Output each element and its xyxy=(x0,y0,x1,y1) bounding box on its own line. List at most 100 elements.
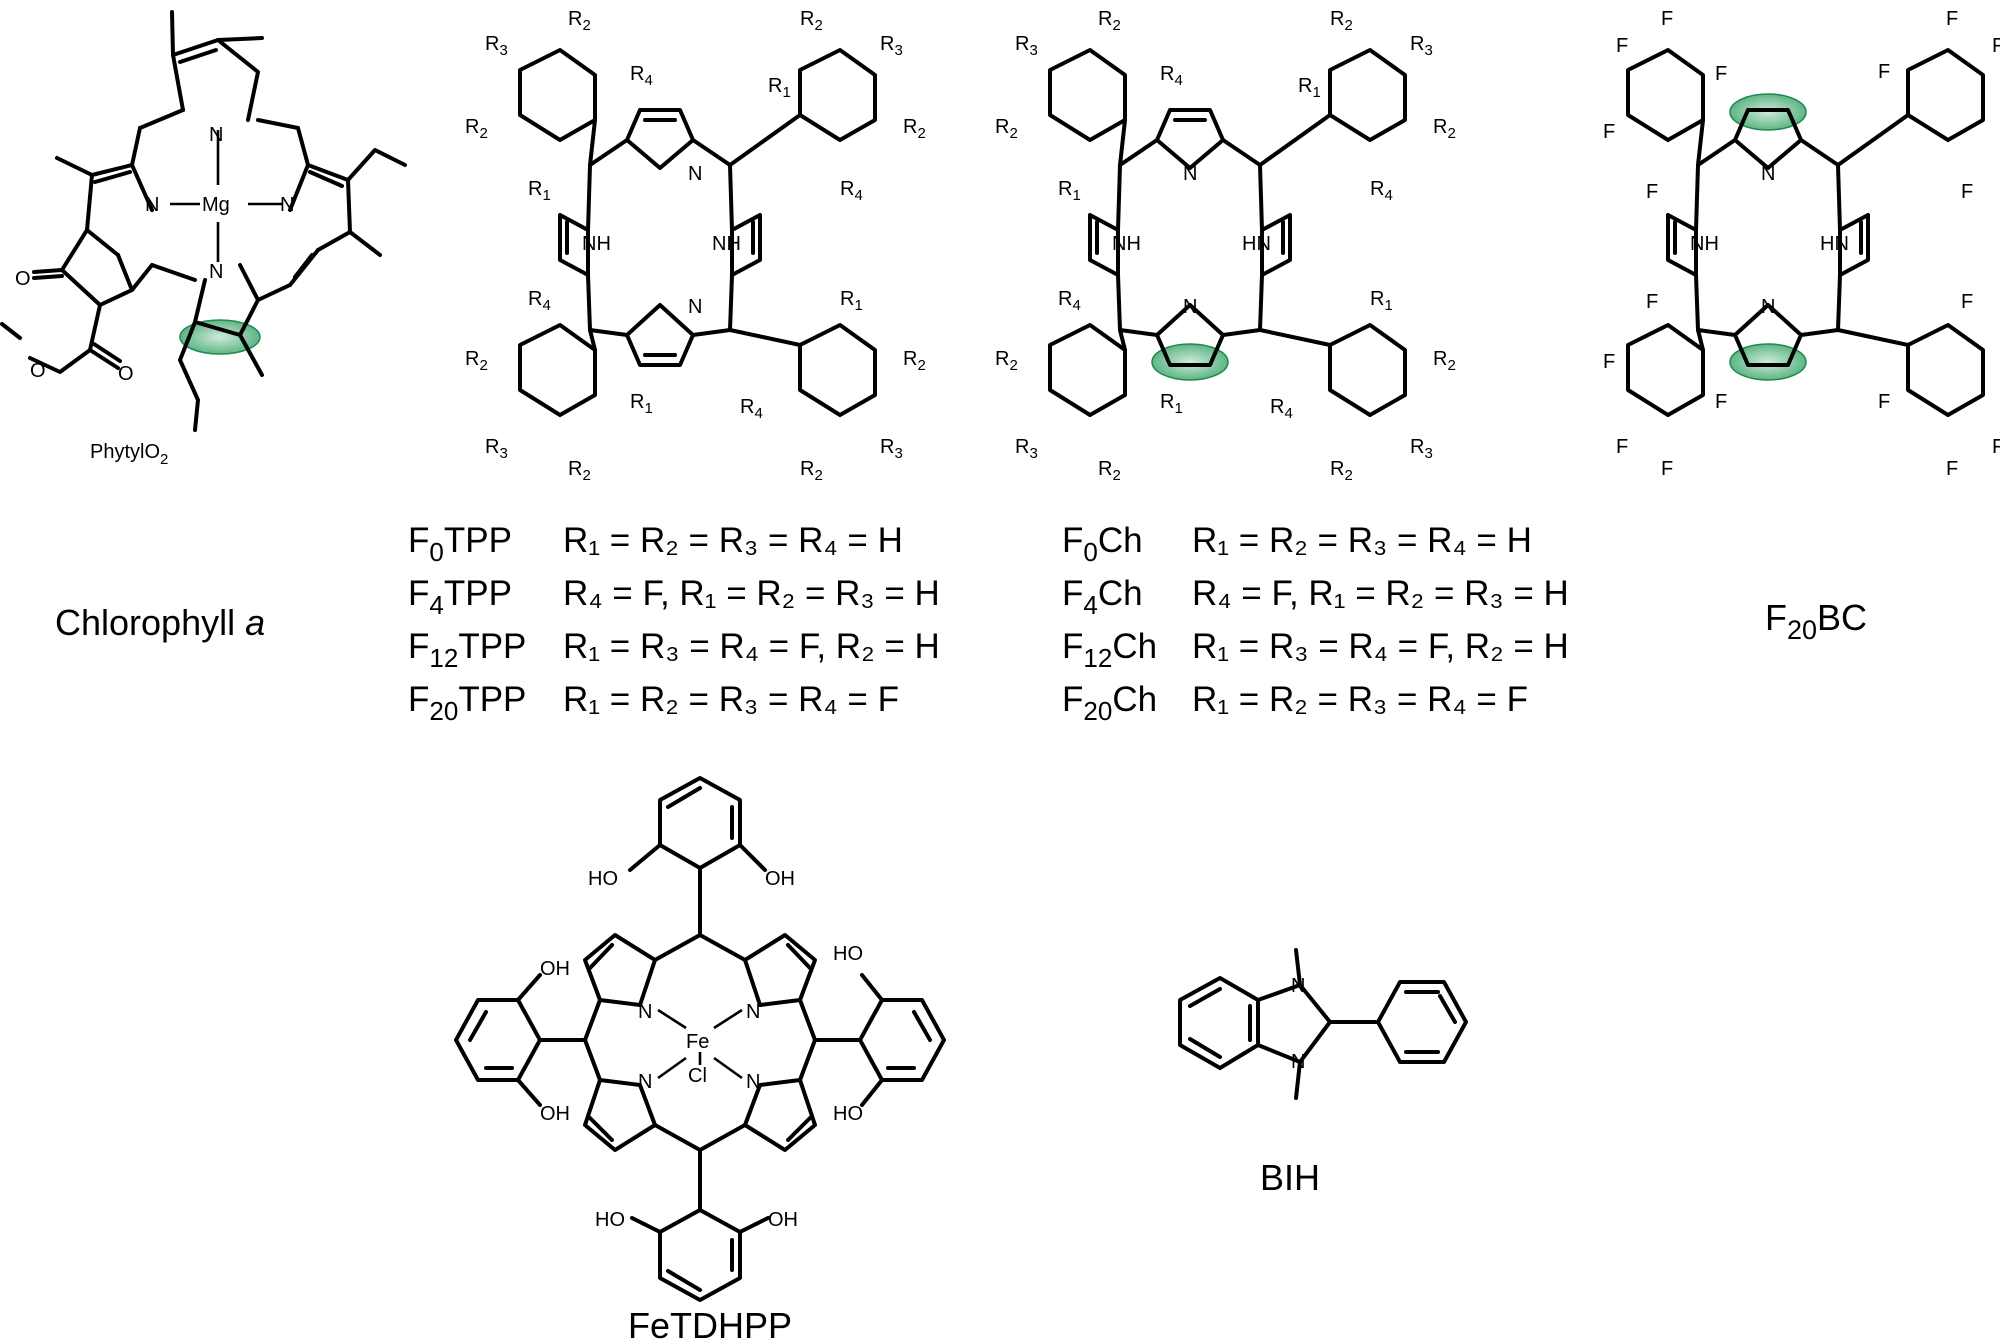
substituent-definition: R₄ = F, R₁ = R₂ = R₃ = H xyxy=(563,574,940,613)
atom-f: F xyxy=(1992,436,2000,458)
atom-n: N xyxy=(1761,296,1775,318)
atom-f: F xyxy=(1646,291,1658,313)
atom-f: F xyxy=(1878,391,1890,413)
atom-n: N xyxy=(638,1071,652,1093)
highlight-ellipse xyxy=(1151,343,1229,381)
caption-bih: BIH xyxy=(1260,1157,1320,1198)
atom-f: F xyxy=(1715,63,1727,85)
r-label: R2 xyxy=(1330,458,1353,484)
atom-f: F xyxy=(1603,121,1615,143)
substituent-definition: R₁ = R₂ = R₃ = R₄ = F xyxy=(1192,680,1528,719)
caption-fetdhpp: FeTDHPP xyxy=(628,1305,792,1340)
atom-oh: OH xyxy=(540,958,570,980)
atom-n: N xyxy=(688,296,702,318)
atom-f: F xyxy=(1616,436,1628,458)
atom-ho: HO xyxy=(588,868,618,890)
atom-n: N xyxy=(209,124,223,146)
atom-f: F xyxy=(1661,458,1673,480)
atom-f: F xyxy=(1603,351,1615,373)
r-label: R3 xyxy=(485,436,508,462)
r-label: R3 xyxy=(880,33,903,59)
substituent-definition: R₁ = R₂ = R₃ = R₄ = H xyxy=(563,521,903,560)
fxch-structure: N N NH HN R2 R3 R4 R2 R1 R2 R3 R1 R2 R4 … xyxy=(995,8,1456,484)
atom-hn: HN xyxy=(1820,233,1849,255)
r-label: R4 xyxy=(840,178,863,204)
r-label: R4 xyxy=(1270,396,1293,422)
highlight-ellipse xyxy=(1729,343,1807,381)
atom-n: N xyxy=(1291,1051,1305,1073)
caption-chlorophyll: Chlorophyll a xyxy=(55,602,265,643)
r-label: R2 xyxy=(1330,8,1353,34)
atom-nh: NH xyxy=(1112,233,1141,255)
atom-f: F xyxy=(1992,35,2000,57)
atom-n: N xyxy=(1183,163,1197,185)
r-label: R3 xyxy=(485,33,508,59)
r-label: R2 xyxy=(465,348,488,374)
r-label: R1 xyxy=(1370,288,1393,314)
fxch-label-table: F0Ch R₁ = R₂ = R₃ = R₄ = H F4Ch R₄ = F, … xyxy=(1062,521,1569,726)
atom-ho: HO xyxy=(833,943,863,965)
r-label: R2 xyxy=(903,348,926,374)
r-label: R2 xyxy=(1098,8,1121,34)
atom-oh: OH xyxy=(765,868,795,890)
substituent-definition: R₁ = R₂ = R₃ = R₄ = F xyxy=(563,680,899,719)
r-label: R2 xyxy=(1433,116,1456,142)
f20bc-structure: N N NH HN F F F F F F F F F F F F F F F … xyxy=(1603,8,2000,480)
atom-f: F xyxy=(1961,181,1973,203)
bih-structure: N N xyxy=(1178,948,1468,1100)
atom-f: F xyxy=(1946,458,1958,480)
atom-f: F xyxy=(1961,291,1973,313)
atom-n: N xyxy=(1291,975,1305,997)
atom-o: O xyxy=(118,363,134,385)
atom-nh: NH xyxy=(712,233,741,255)
r-label: R1 xyxy=(528,178,551,204)
fetdhpp-structure: HO OH N N N N Fe Cl OH xyxy=(454,776,946,1302)
r-label: R1 xyxy=(1298,75,1321,101)
caption-f20bc: F20BC xyxy=(1765,597,1867,645)
compound-name: F12Ch xyxy=(1062,627,1157,673)
r-label: R2 xyxy=(465,116,488,142)
r-label: R1 xyxy=(768,75,791,101)
substituent-definition: R₁ = R₃ = R₄ = F, R₂ = H xyxy=(1192,627,1569,666)
atom-f: F xyxy=(1616,35,1628,57)
compound-name: F20TPP xyxy=(408,680,526,726)
substituent-definition: R₁ = R₂ = R₃ = R₄ = H xyxy=(1192,521,1532,560)
atom-n: N xyxy=(280,194,294,216)
atom-ho: HO xyxy=(833,1103,863,1125)
compound-name: F20Ch xyxy=(1062,680,1157,726)
r-label: R1 xyxy=(1160,391,1183,417)
compound-name: F0Ch xyxy=(1062,521,1143,567)
atom-n: N xyxy=(1183,296,1197,318)
chlorophyll-a-structure: N N N N Mg O O O PhytylO2 xyxy=(0,10,407,468)
atom-n: N xyxy=(638,1001,652,1023)
atom-f: F xyxy=(1646,181,1658,203)
r-label: R2 xyxy=(568,458,591,484)
r-label: R2 xyxy=(995,116,1018,142)
atom-f: F xyxy=(1661,8,1673,30)
atom-oh: OH xyxy=(768,1209,798,1231)
r-label: R2 xyxy=(995,348,1018,374)
compound-name: F0TPP xyxy=(408,521,512,567)
r-label: R4 xyxy=(1058,288,1081,314)
r-label: R3 xyxy=(1410,436,1433,462)
atom-n: N xyxy=(145,194,159,216)
atom-o: O xyxy=(15,268,31,290)
atom-mg: Mg xyxy=(202,194,230,216)
compound-name: F4TPP xyxy=(408,574,512,620)
atom-nh: NH xyxy=(582,233,611,255)
r-label: R2 xyxy=(1433,348,1456,374)
r-label: R4 xyxy=(1370,178,1393,204)
r-label: R3 xyxy=(1015,33,1038,59)
r-label: R1 xyxy=(630,391,653,417)
r-label: R3 xyxy=(1410,33,1433,59)
highlight-ellipse xyxy=(179,319,261,355)
atom-nh: NH xyxy=(1690,233,1719,255)
r-label: R2 xyxy=(800,458,823,484)
atom-oh: OH xyxy=(540,1103,570,1125)
r-label: R4 xyxy=(740,396,763,422)
fxtpp-label-table: F0TPP R₁ = R₂ = R₃ = R₄ = H F4TPP R₄ = F… xyxy=(408,521,940,726)
r-label: R1 xyxy=(1058,178,1081,204)
r-label: R2 xyxy=(1098,458,1121,484)
compound-name: F12TPP xyxy=(408,627,526,673)
